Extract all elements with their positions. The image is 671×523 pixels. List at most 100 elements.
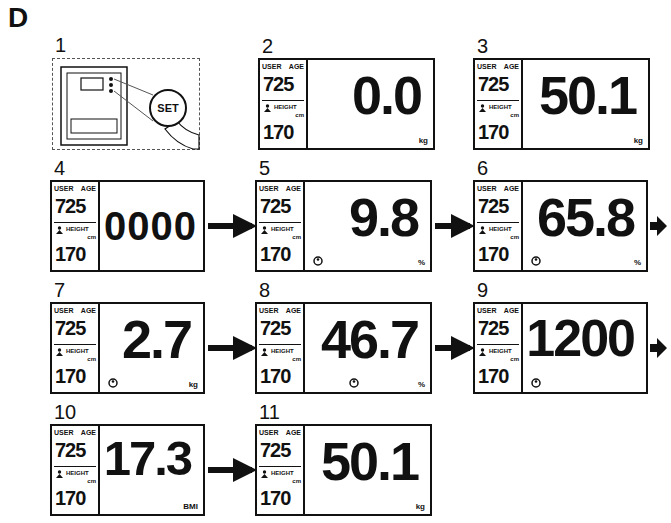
scale-display <box>81 78 103 90</box>
reading-value: 17.3 <box>104 434 191 483</box>
height-value: 170 <box>478 122 508 142</box>
user-age-row: USERAGE <box>477 63 519 72</box>
panel-number: 9 <box>477 280 488 300</box>
lcd-panel: 8USERAGE725HEIGHTcm17046.7% <box>255 302 432 394</box>
field-label: cm <box>510 356 519 362</box>
lcd-panel: 11USERAGE725HEIGHTcm17050.1kg <box>255 424 432 516</box>
scale-body <box>61 67 127 145</box>
user-age-value: 725 <box>478 318 508 338</box>
scale-electrode <box>71 119 117 133</box>
lcd-panel: 4USERAGE725HEIGHTcm1700000 <box>50 180 205 272</box>
height-value: 170 <box>263 122 293 142</box>
panel-number: 3 <box>477 36 488 56</box>
lcd-panel: 2USERAGE725HEIGHTcm1700.0kg <box>258 58 435 150</box>
user-column: USERAGE725HEIGHTcm170 <box>475 60 523 148</box>
reading-value: 0000 <box>104 206 197 246</box>
user-age-value: 725 <box>478 196 508 216</box>
leader-line <box>114 79 153 95</box>
person-icon <box>478 226 487 235</box>
field-label: USER <box>259 307 278 314</box>
user-column: USERAGE725HEIGHTcm170 <box>475 304 523 392</box>
field-label: USER <box>477 185 496 192</box>
panel-number: 2 <box>262 36 273 56</box>
field-label: cm <box>87 356 96 362</box>
body-icon <box>531 378 541 388</box>
field-label: HEIGHT <box>66 226 89 232</box>
lcd-panel: 9USERAGE725HEIGHTcm1701200 <box>473 302 648 394</box>
user-column: USERAGE725HEIGHTcm170 <box>52 426 100 514</box>
unit-label: kg <box>419 137 428 145</box>
reading-value: 0.0 <box>352 68 421 122</box>
panel-number: 5 <box>259 158 270 178</box>
continue-arrow <box>650 216 667 236</box>
unit-label: % <box>418 381 425 389</box>
user-age-value: 725 <box>55 440 85 460</box>
flow-arrow <box>208 467 252 473</box>
field-label: AGE <box>81 307 96 314</box>
user-age-value: 725 <box>478 74 508 94</box>
field-label: HEIGHT <box>489 104 512 110</box>
reading-value: 65.8 <box>537 190 634 244</box>
field-label: AGE <box>504 307 519 314</box>
user-age-row: USER AGE <box>477 307 519 316</box>
field-label: AGE <box>504 185 519 192</box>
height-value: 170 <box>478 244 508 264</box>
user-age-value: 725 <box>260 318 290 338</box>
user-column: USERAGE725HEIGHTcm170 <box>475 182 523 270</box>
user-column: USERAGE725HEIGHTcm170 <box>52 182 100 270</box>
unit-label: % <box>418 259 425 267</box>
reading-value: 50.1 <box>321 434 418 488</box>
scale-glass <box>67 73 121 139</box>
height-value: 170 <box>55 488 85 508</box>
person-icon <box>260 226 269 235</box>
lcd-panel: 3USERAGE725HEIGHTcm17050.1kg <box>473 58 650 150</box>
field-label: cm <box>295 112 304 118</box>
field-label: USER <box>54 185 73 192</box>
user-column: USERAGE725HEIGHTcm170 <box>257 426 305 514</box>
person-icon <box>478 348 487 357</box>
body-icon <box>531 256 541 266</box>
panel-number: 8 <box>259 280 270 300</box>
field-label: AGE <box>81 185 96 192</box>
button-label: SET <box>157 103 178 114</box>
field-label: USER <box>262 63 281 70</box>
field-label: AGE <box>286 307 301 314</box>
field-label: HEIGHT <box>271 226 294 232</box>
reading-value: 2.7 <box>122 312 191 366</box>
flow-arrow <box>208 223 252 229</box>
user-age-value: 725 <box>260 196 290 216</box>
user-column: USERAGE725HEIGHTcm170 <box>257 182 305 270</box>
flow-arrow <box>435 223 470 229</box>
user-age-row: USERAGE <box>54 307 96 316</box>
body-icon <box>313 256 323 266</box>
panel-number: 1 <box>55 35 66 55</box>
height-value: 170 <box>55 244 85 264</box>
leader-line <box>114 91 153 121</box>
field-label: cm <box>87 478 96 484</box>
height-value: 170 <box>478 366 508 386</box>
user-column: USERAGE725HEIGHTcm170 <box>257 304 305 392</box>
panel-number: 10 <box>54 402 76 422</box>
user-age-row: USERAGE <box>54 429 96 438</box>
field-label: HEIGHT <box>271 348 294 354</box>
user-age-value: 725 <box>55 196 85 216</box>
field-label: AGE <box>286 429 301 436</box>
body-icon <box>108 378 118 388</box>
user-age-row: USERAGE <box>259 185 301 194</box>
person-icon <box>55 470 64 479</box>
set-button: SET <box>149 89 187 127</box>
person-icon <box>55 226 64 235</box>
field-label: USER <box>477 307 496 314</box>
unit-label: BMI <box>183 503 198 511</box>
field-label: AGE <box>81 429 96 436</box>
user-age-value: 725 <box>263 74 293 94</box>
field-label: HEIGHT <box>274 104 297 110</box>
user-age-row: USER AGE <box>477 185 519 194</box>
field-label: AGE <box>286 185 301 192</box>
user-age-value: 725 <box>55 318 85 338</box>
reading-value: 50.1 <box>539 68 636 122</box>
field-label: HEIGHT <box>489 226 512 232</box>
lcd-panel: 5USERAGE725HEIGHTcm1709.8% <box>255 180 432 272</box>
reading-value: 1200 <box>526 312 634 364</box>
flow-arrow <box>208 345 252 351</box>
